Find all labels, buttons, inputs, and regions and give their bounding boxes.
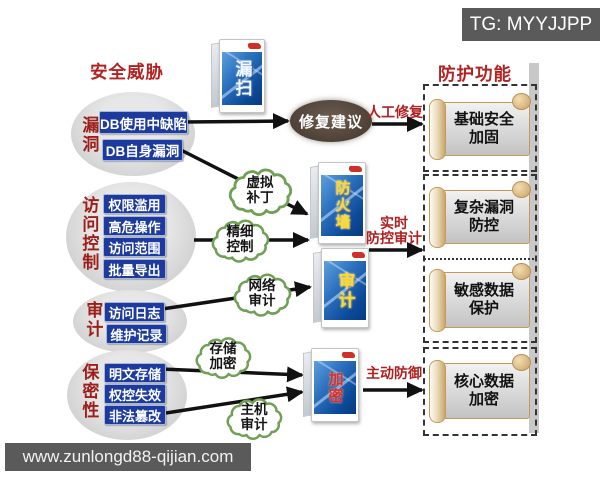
threat-item: 高危操作 — [103, 216, 166, 236]
threat-item: 非法篡改 — [104, 405, 166, 425]
scroll-roll — [429, 269, 446, 332]
protection-text: 防控 — [468, 217, 499, 234]
cloud-shape — [195, 337, 252, 379]
cloud-virtual-patch: 虚拟补丁 — [226, 162, 294, 218]
scroll-roll — [429, 360, 446, 423]
product-cover-art — [314, 361, 356, 414]
vendor-logo-mark — [342, 352, 355, 358]
protection-frame-divider — [424, 258, 534, 260]
cloud-storage-encryption: 存储加密 — [193, 331, 253, 381]
product-box-audit: 审计 — [313, 248, 369, 328]
threat-item: 维护记录 — [106, 324, 167, 344]
protection-text: 保护 — [468, 300, 499, 317]
product-name: 防火墙 — [333, 180, 351, 231]
protection-text: 核心数据 — [453, 373, 514, 390]
group-label-audit: 审计 — [83, 301, 103, 339]
repair-suggestion-ellipse: 修复建议 — [290, 100, 372, 142]
product-box-vuln-scanner: 漏扫 — [211, 39, 265, 113]
cloud-text: 审计 — [248, 293, 276, 308]
cloud-shape — [228, 168, 293, 217]
cloud-text: 控制 — [226, 239, 254, 254]
cloud-network-audit: 网络审计 — [231, 268, 293, 318]
cloud-shape — [233, 273, 292, 317]
product-box-front — [321, 248, 369, 328]
scroll-curl — [512, 181, 531, 198]
vendor-logo-mark — [349, 166, 362, 172]
cloud-text: 加密 — [209, 356, 237, 371]
scroll-curl — [512, 263, 531, 280]
protection-text: 基础安全 — [453, 111, 514, 128]
scroll-complex-vuln-prevention: 复杂漏洞 防控 — [429, 181, 531, 248]
cloud-host-audit: 主机审计 — [224, 392, 284, 442]
product-name: 审计 — [335, 271, 355, 310]
product-cover-art — [321, 175, 363, 236]
cloud-text: 审计 — [240, 417, 268, 432]
protection-text: 加固 — [468, 129, 499, 146]
product-box-front — [219, 39, 265, 113]
product-name: 加密 — [326, 370, 344, 405]
product-cover-art — [324, 261, 366, 320]
threat-group-vulnerability-ellipse — [71, 92, 195, 176]
cloud-fine-control: 精细控制 — [209, 212, 271, 266]
product-box-firewall: 防火墙 — [310, 162, 366, 244]
cloud-text: 补丁 — [246, 190, 274, 205]
right-gray-strip — [529, 63, 539, 433]
threat-item: 访问范围 — [103, 237, 166, 257]
scroll-curl — [512, 354, 531, 371]
threat-item: 权限滥用 — [103, 194, 166, 214]
scroll-roll — [429, 99, 446, 160]
product-cover-art — [222, 52, 262, 105]
product-box-encryption: 加密 — [303, 348, 359, 422]
tg-watermark-badge: TG: MYYJJPP — [462, 8, 600, 41]
threat-item: 访问日志 — [104, 302, 165, 322]
cloud-text: 虚拟 — [246, 175, 274, 190]
product-box-front — [318, 162, 366, 244]
group-label-access-control: 访问控制 — [79, 196, 99, 272]
cloud-text: 存储 — [209, 341, 237, 356]
cloud-text: 精细 — [226, 224, 254, 239]
title-security-threats: 安全威胁 — [90, 62, 164, 82]
group-label-confidentiality: 保密性 — [79, 363, 99, 420]
label-line: 防控审计 — [366, 230, 422, 246]
arrow-db-defect-to-repair — [183, 113, 290, 130]
threat-item: DB自身漏洞 — [102, 139, 183, 161]
product-name: 漏扫 — [232, 59, 252, 98]
protection-text: 敏感数据 — [453, 282, 514, 299]
scroll-roll — [429, 187, 446, 248]
scroll-sensitive-data-protection: 敏感数据 保护 — [429, 263, 531, 332]
threat-item: DB使用中缺陷 — [99, 111, 188, 134]
threat-item: 明文存储 — [104, 363, 166, 383]
threat-item: 权控失效 — [104, 384, 166, 404]
protection-text: 复杂漏洞 — [453, 199, 514, 216]
title-protection-functions: 防护功能 — [438, 64, 512, 84]
label-active-defense: 主动防御 — [366, 365, 422, 381]
vendor-logo-mark — [248, 43, 261, 49]
label-realtime-prevention-audit: 实时 防控审计 — [363, 216, 425, 246]
protection-frame-basic — [423, 84, 537, 172]
cloud-text: 主机 — [240, 402, 268, 417]
protection-text: 加密 — [468, 391, 499, 408]
arrow-conf-to-encrypt-lower — [165, 386, 304, 415]
scroll-curl — [512, 93, 531, 110]
protection-frame-core — [423, 347, 537, 436]
scroll-basic-hardening: 基础安全 加固 — [429, 93, 531, 160]
group-label-vulnerability: 漏洞 — [79, 116, 99, 154]
product-box-front — [311, 348, 359, 422]
cloud-shape — [211, 219, 270, 263]
scroll-core-data-encryption: 核心数据 加密 — [429, 354, 531, 423]
vendor-logo-mark — [352, 252, 365, 258]
label-manual-repair: 人工修复 — [367, 104, 423, 120]
cloud-shape — [226, 398, 283, 440]
label-line: 实时 — [380, 215, 408, 231]
site-watermark-bar: www.zunlongd88-qijian.com — [5, 443, 251, 471]
threat-item: 批量导出 — [103, 259, 166, 279]
cloud-text: 网络 — [248, 278, 276, 293]
